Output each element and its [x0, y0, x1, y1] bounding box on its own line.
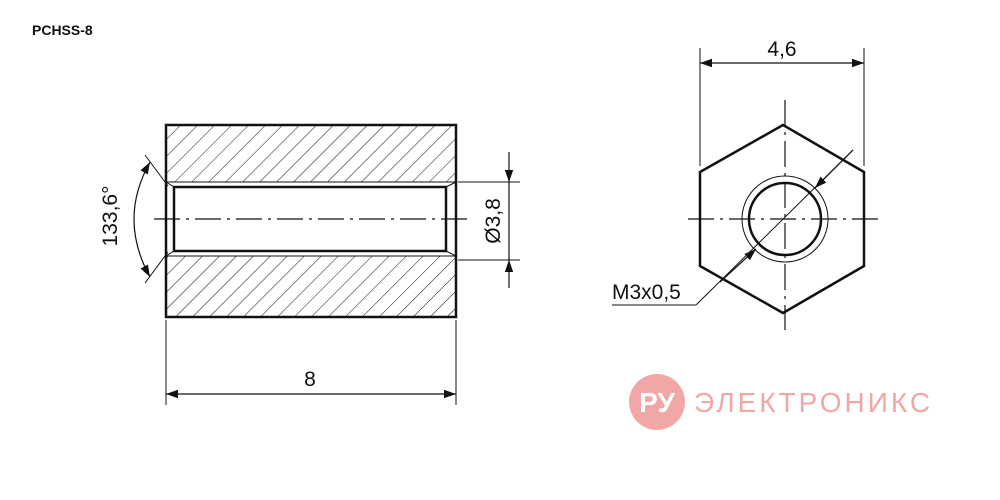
watermark-logo-text: РУ — [639, 387, 675, 418]
angle-extension-line — [144, 154, 169, 187]
chamfer-angle-label: 133,6° — [99, 186, 122, 247]
thread-label: M3x0,5 — [612, 281, 681, 304]
chamfer-line — [165, 250, 175, 257]
bore-diameter-label: Ø3,8 — [482, 198, 505, 244]
watermark-logo-circle — [629, 374, 685, 430]
end-view: 4,6 M3x0,5 — [612, 38, 880, 330]
length-dimension-label: 8 — [304, 368, 316, 391]
angle-extension-line — [144, 251, 169, 284]
chamfer-line — [445, 250, 457, 257]
body-outline — [164, 123, 458, 319]
hatched-wall-bottom — [166, 256, 456, 317]
thread-leader-arrow — [814, 149, 854, 189]
chamfer-line — [165, 181, 175, 188]
hexagon-outline — [698, 123, 866, 315]
across-flats-label: 4,6 — [767, 38, 796, 61]
watermark-brand-text: ЭЛЕКТРОНИКС — [694, 387, 933, 418]
side-section-view: 8 Ø3,8 133,6° — [99, 123, 520, 405]
thread-leader-arrow — [719, 248, 757, 283]
angle-dimension-arc — [133, 161, 151, 278]
chamfer-line — [445, 181, 457, 188]
hatched-wall-top — [166, 125, 456, 182]
watermark: РУ ЭЛЕКТРОНИКС — [629, 374, 933, 430]
part-code-label: PCHSS-8 — [32, 22, 93, 38]
